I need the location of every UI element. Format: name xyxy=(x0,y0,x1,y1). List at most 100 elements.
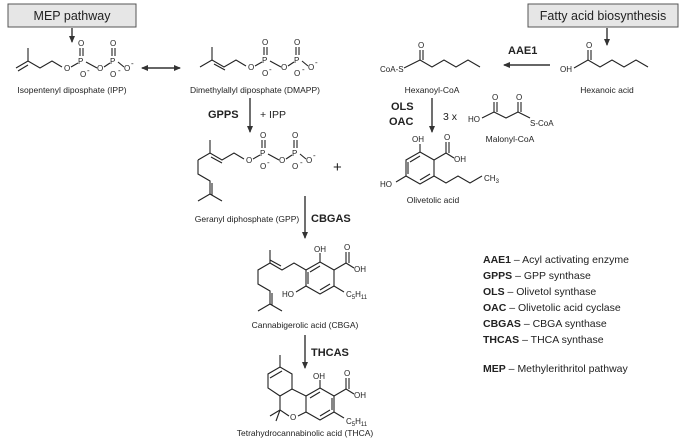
svg-text:O: O xyxy=(97,64,103,73)
svg-text:-: - xyxy=(267,158,270,167)
svg-text:OH: OH xyxy=(454,155,466,164)
svg-text:O: O xyxy=(64,64,70,73)
gpps-label: GPPS xyxy=(208,109,239,121)
svg-text:-: - xyxy=(315,58,318,67)
oac-label: OAC xyxy=(389,116,414,128)
svg-text:-: - xyxy=(302,65,305,74)
svg-text:O: O xyxy=(418,41,424,50)
legend-item-cbgas: CBGAS – CBGA synthase xyxy=(483,318,607,330)
hexanoyl-coa-structure: CoA-S O xyxy=(380,41,481,74)
malonyl-coa-label: Malonyl-CoA xyxy=(486,134,535,144)
svg-text:O: O xyxy=(294,69,300,78)
svg-text:O: O xyxy=(306,156,312,165)
svg-text:O: O xyxy=(492,93,498,102)
legend-item-mep: MEP – Methylerithritol pathway xyxy=(483,363,628,375)
svg-text:O: O xyxy=(110,70,116,79)
hexanoic-acid-label: Hexanoic acid xyxy=(580,85,634,95)
ipp-structure: O P O O - O P O O - O - xyxy=(15,39,134,79)
gpp-label: Geranyl diphosphate (GPP) xyxy=(195,214,300,224)
hexanoic-acid-structure: OH O xyxy=(560,41,649,74)
svg-text:-: - xyxy=(300,158,303,167)
legend-item-aae1: AAE1 – Acyl activating enzyme xyxy=(483,254,629,266)
legend-item-oac: OAC – Olivetolic acid cyclase xyxy=(483,302,621,314)
svg-text:HO: HO xyxy=(468,115,480,124)
thca-label: Tetrahydrocannabinolic acid (THCA) xyxy=(237,428,374,438)
svg-text:P: P xyxy=(262,56,267,65)
svg-text:O: O xyxy=(279,156,285,165)
svg-text:-: - xyxy=(131,59,134,68)
svg-text:O: O xyxy=(124,64,130,73)
svg-text:O: O xyxy=(281,63,287,72)
malonyl-coa-structure: HO O O S-CoA xyxy=(468,93,554,128)
svg-text:O: O xyxy=(110,39,116,48)
plus-sign: + xyxy=(333,159,342,176)
three-x-label: 3 x xyxy=(443,111,458,123)
svg-text:P: P xyxy=(292,149,297,158)
svg-text:O: O xyxy=(308,63,314,72)
mep-pathway-header: MEP pathway xyxy=(7,3,137,28)
plus-ipp-label: + IPP xyxy=(260,109,286,121)
legend-item-gpps: GPPS – GPP synthase xyxy=(483,270,591,282)
svg-text:OH: OH xyxy=(354,391,366,400)
gpp-structure: O P O O - O P O O - O - xyxy=(197,131,316,202)
thca-structure: OH O OH C5H11 O xyxy=(267,355,368,428)
svg-text:O: O xyxy=(260,131,266,140)
svg-text:OH: OH xyxy=(412,135,424,144)
fatty-acid-header: Fatty acid biosynthesis xyxy=(527,3,679,28)
svg-text:P: P xyxy=(260,149,265,158)
svg-text:-: - xyxy=(313,151,316,160)
svg-text:O: O xyxy=(516,93,522,102)
dmapp-structure: O P O O - O P O O - O - xyxy=(199,38,318,78)
svg-text:O: O xyxy=(80,70,86,79)
svg-text:O: O xyxy=(444,133,450,142)
svg-text:OH: OH xyxy=(354,265,366,274)
svg-text:HO: HO xyxy=(380,180,392,189)
svg-text:O: O xyxy=(292,162,298,171)
fatty-header-text: Fatty acid biosynthesis xyxy=(540,9,666,23)
svg-text:O: O xyxy=(292,131,298,140)
svg-text:O: O xyxy=(290,413,296,422)
legend: AAE1 – Acyl activating enzyme GPPS – GPP… xyxy=(483,254,629,375)
ols-label: OLS xyxy=(391,101,414,113)
legend-item-ols: OLS – Olivetol synthase xyxy=(483,286,596,298)
aae1-label: AAE1 xyxy=(508,45,537,57)
cbga-structure: OH O OH HO C5H11 xyxy=(257,243,368,312)
cbga-c5h11: C5H11 xyxy=(346,290,368,301)
svg-text:P: P xyxy=(110,57,115,66)
ch3-label: CH3 xyxy=(484,174,500,185)
ipp-label: Isopentenyl diposphate (IPP) xyxy=(17,85,126,95)
cbga-label: Cannabigerolic acid (CBGA) xyxy=(252,320,359,330)
svg-text:-: - xyxy=(269,65,272,74)
svg-text:O: O xyxy=(344,369,350,378)
thca-c5h11: C5H11 xyxy=(346,417,368,428)
mep-header-text: MEP pathway xyxy=(34,9,112,23)
olivetolic-acid-structure: OH O OH HO CH3 xyxy=(380,133,500,189)
svg-text:O: O xyxy=(262,38,268,47)
svg-text:OH: OH xyxy=(560,65,572,74)
svg-text:S-CoA: S-CoA xyxy=(530,119,554,128)
legend-item-thcas: THCAS – THCA synthase xyxy=(483,334,604,346)
svg-text:P: P xyxy=(78,57,83,66)
svg-text:HO: HO xyxy=(282,290,294,299)
svg-text:O: O xyxy=(78,39,84,48)
dmapp-label: Dimethylallyl diposphate (DMAPP) xyxy=(190,85,320,95)
svg-text:-: - xyxy=(118,66,121,75)
svg-text:-: - xyxy=(87,66,90,75)
svg-text:O: O xyxy=(344,243,350,252)
cbgas-label: CBGAS xyxy=(311,213,351,225)
svg-text:O: O xyxy=(246,156,252,165)
svg-text:OH: OH xyxy=(314,245,326,254)
svg-text:CoA-S: CoA-S xyxy=(380,65,404,74)
svg-text:O: O xyxy=(262,69,268,78)
svg-text:O: O xyxy=(586,41,592,50)
svg-text:O: O xyxy=(260,162,266,171)
olivetolic-acid-label: Olivetolic acid xyxy=(407,195,460,205)
svg-text:P: P xyxy=(294,56,299,65)
svg-text:O: O xyxy=(248,63,254,72)
hexanoyl-coa-label: Hexanoyl-CoA xyxy=(405,85,460,95)
thcas-label: THCAS xyxy=(311,347,349,359)
svg-text:OH: OH xyxy=(313,372,325,381)
svg-text:O: O xyxy=(294,38,300,47)
